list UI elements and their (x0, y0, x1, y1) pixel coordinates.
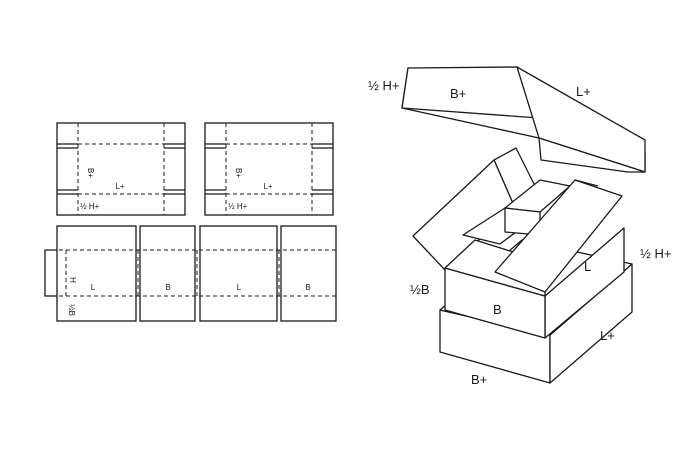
body-l-label-2: L (237, 283, 242, 292)
lid-left-l-plus-label: L+ (115, 182, 124, 191)
body-blank: H L B L B ½B (44, 225, 337, 322)
body-h-label: H (68, 277, 77, 283)
lid-half-h-label: ½ H+ (368, 78, 399, 93)
lid-l-plus-label: L+ (576, 84, 591, 99)
lid-blank-left: B+ L+ ½ H+ (56, 122, 186, 216)
lid-right-b-plus-label: B+ (234, 168, 243, 178)
inner-b-label: B (493, 302, 502, 317)
lid-3d (401, 66, 646, 173)
inner-half-b-label: ½B (410, 282, 430, 297)
inner-body (412, 147, 625, 339)
body-b-label-2: B (305, 283, 310, 292)
lid-b-plus-label: B+ (450, 86, 466, 101)
tray-l-plus-label: L+ (600, 328, 615, 343)
tray-half-h-label: ½ H+ (640, 246, 671, 261)
body-l-label-1: L (91, 283, 96, 292)
lid-left-b-plus-label: B+ (86, 168, 95, 178)
body-half-b-label: ½B (67, 304, 76, 316)
lid-left-half-h-label: ½ H+ (80, 202, 100, 211)
lid-right-l-plus-label: L+ (263, 182, 272, 191)
lid-right-half-h-label: ½ H+ (228, 202, 248, 211)
assembled-box-3d: ½ H+ B+ L+ L B ½B ½ H+ L+ B+ (368, 66, 671, 387)
lid-blank-right: B+ L+ ½ H+ (204, 122, 334, 216)
tray-b-plus-label: B+ (471, 372, 487, 387)
inner-l-label: L (584, 259, 591, 274)
body-b-label-1: B (165, 283, 170, 292)
